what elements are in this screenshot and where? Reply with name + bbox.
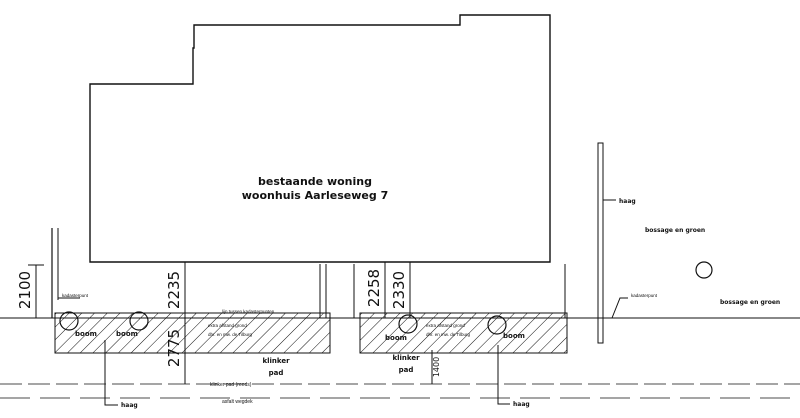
label-boom-3: boom <box>385 334 407 342</box>
label-boom-1: boom <box>75 330 97 338</box>
label-asfalt: asfalt wegdek <box>222 399 253 405</box>
hatched-strip-left <box>54 312 331 354</box>
label-pad-1: pad <box>269 369 284 377</box>
leader-kadasterpunt-right <box>611 297 628 319</box>
label-kadasterpunt-right: kadasterpunt <box>631 293 658 298</box>
label-pad-2: pad <box>399 366 414 374</box>
label-kadasterpunt-left: kadasterpunt <box>62 293 89 298</box>
dim-2235: 2235 <box>165 271 183 309</box>
hatched-strip-right <box>359 312 568 354</box>
label-bossage-2: bossage en groen <box>720 299 780 306</box>
label-klinker-1: klinker <box>262 357 290 365</box>
tree-circle-4 <box>487 315 507 335</box>
label-boom-2: boom <box>116 330 138 338</box>
label-kadastergrens: lijn tussen kadasterpunten <box>222 309 275 314</box>
dim-2258: 2258 <box>365 269 383 307</box>
hedge-post-right <box>597 142 604 344</box>
dim-2330: 2330 <box>390 271 408 309</box>
label-haag-bottom-right: haag <box>513 401 530 408</box>
house-outline <box>89 14 551 263</box>
house-title: bestaande woning <box>258 175 372 188</box>
tree-circle-3 <box>398 314 418 334</box>
dim-2100: 2100 <box>16 271 34 309</box>
dim-2775: 2775 <box>165 329 183 367</box>
leader-haag-bottom-left <box>104 340 118 406</box>
label-haag-bottom-left: haag <box>121 402 138 409</box>
label-klinker-2: klinker <box>392 354 420 362</box>
dim-1400: 1400 <box>432 357 441 377</box>
label-bossage-1: bossage en groen <box>645 227 705 234</box>
house-subtitle: woonhuis Aarleseweg 7 <box>242 189 389 202</box>
leader-haag-bottom-right <box>497 345 510 405</box>
label-haag-top: haag <box>619 198 636 205</box>
label-boom-4: boom <box>503 332 525 340</box>
tree-circle-5 <box>695 261 713 279</box>
label-grond-2a: extra afstand grond <box>426 323 465 328</box>
tree-circle-2 <box>129 311 149 331</box>
label-grond-2b: dhr. en mw. de Tilburg <box>426 332 471 337</box>
label-klinker-note: klinker pad (reeds) <box>210 382 252 388</box>
label-grond-1b: dhr. en mw. de Tilburg <box>208 332 253 337</box>
tree-circle-1 <box>59 311 79 331</box>
label-grond-1a: extra afstand grond <box>208 323 247 328</box>
